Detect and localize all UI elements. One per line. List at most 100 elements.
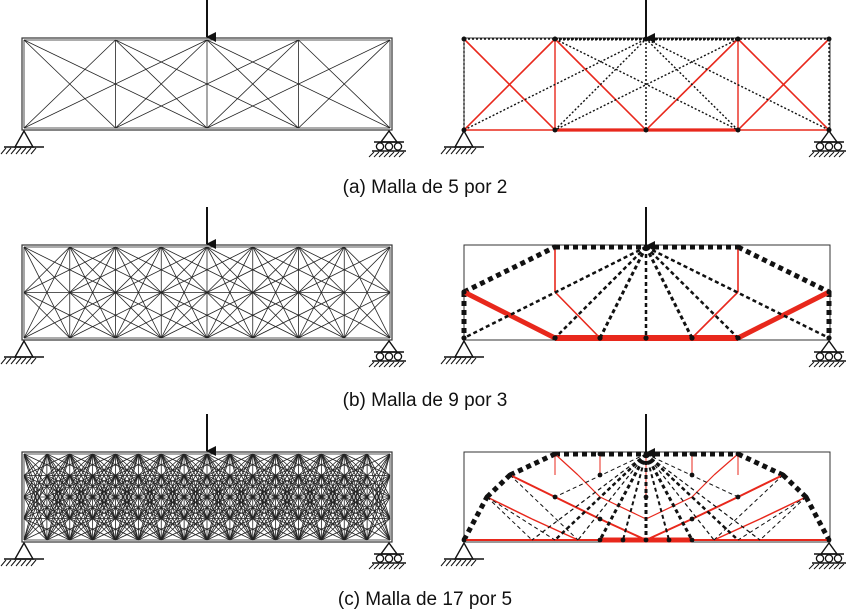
node-dot bbox=[552, 127, 558, 133]
ground-member bbox=[23, 246, 71, 339]
ground-member bbox=[343, 475, 368, 541]
compression-member bbox=[644, 453, 694, 541]
ground-hatch bbox=[460, 147, 467, 155]
ground-member bbox=[298, 453, 322, 476]
ground-hatch bbox=[398, 151, 405, 158]
tension-member bbox=[691, 474, 715, 498]
ground-member bbox=[366, 453, 391, 541]
node-dot bbox=[643, 335, 649, 341]
ground-member bbox=[160, 453, 185, 519]
ground-member bbox=[206, 475, 231, 541]
ground-hatch bbox=[30, 357, 37, 365]
compression-member bbox=[599, 453, 647, 498]
ground-member bbox=[275, 453, 299, 541]
ground-member bbox=[252, 496, 276, 541]
ground-hatch bbox=[15, 147, 22, 155]
ground-hatch bbox=[5, 357, 12, 365]
ground-member bbox=[320, 453, 345, 541]
ground-member bbox=[321, 518, 345, 541]
node-dot bbox=[689, 335, 695, 341]
ground-hatch bbox=[20, 357, 27, 365]
roller-support-icon bbox=[368, 541, 406, 570]
node-dot bbox=[597, 516, 603, 522]
tension-member bbox=[486, 496, 533, 520]
ground-hatch bbox=[828, 361, 835, 368]
ground-member bbox=[229, 453, 254, 498]
ground-member bbox=[46, 453, 71, 476]
ground-hatch bbox=[25, 357, 32, 365]
ground-hatch bbox=[455, 559, 462, 567]
ground-hatch bbox=[25, 147, 32, 155]
panel-c-ground-structure bbox=[21, 451, 393, 543]
ground-member bbox=[137, 453, 162, 541]
roller-support-icon bbox=[808, 129, 846, 158]
tension-member bbox=[554, 496, 601, 520]
ground-hatch bbox=[470, 357, 477, 365]
ground-member bbox=[69, 475, 94, 541]
ground-member bbox=[298, 453, 322, 541]
ground-member bbox=[115, 453, 139, 541]
compression-member bbox=[645, 246, 693, 293]
ground-member bbox=[92, 453, 116, 541]
ground-member bbox=[275, 453, 299, 476]
tension-member bbox=[463, 38, 556, 131]
tension-member bbox=[737, 38, 830, 131]
ground-hatch bbox=[15, 559, 22, 567]
node-dot bbox=[689, 516, 695, 522]
ground-member bbox=[252, 453, 276, 498]
ground-hatch bbox=[30, 559, 37, 567]
compression-member bbox=[554, 246, 647, 293]
ground-member bbox=[69, 246, 116, 339]
ground-hatch bbox=[30, 147, 37, 155]
ground-member bbox=[183, 475, 208, 541]
ground-member bbox=[92, 453, 116, 498]
compression-member bbox=[463, 245, 647, 340]
tension-member bbox=[599, 496, 647, 520]
node-dot bbox=[552, 494, 558, 500]
panel-a-optimized bbox=[461, 36, 832, 133]
node-dot bbox=[803, 494, 809, 500]
ground-member bbox=[298, 496, 322, 541]
compression-member bbox=[509, 474, 579, 541]
ground-member bbox=[206, 453, 231, 519]
ground-hatch bbox=[470, 147, 477, 155]
ground-hatch bbox=[388, 563, 395, 570]
ground-member bbox=[69, 453, 93, 476]
ground-hatch bbox=[445, 357, 452, 365]
ground-member bbox=[69, 453, 94, 519]
ground-member bbox=[366, 453, 391, 498]
ground-member bbox=[343, 453, 368, 519]
ground-member bbox=[206, 453, 231, 498]
node-dot bbox=[826, 36, 832, 42]
ground-hatch bbox=[10, 357, 17, 365]
ground-hatch bbox=[5, 559, 12, 567]
pin-triangle bbox=[13, 339, 35, 358]
ground-member bbox=[275, 453, 299, 519]
supports bbox=[0, 129, 846, 570]
node-dot bbox=[643, 537, 649, 543]
ground-hatch bbox=[813, 563, 820, 570]
ground-member bbox=[321, 453, 345, 498]
ground-member bbox=[252, 246, 299, 293]
ground-hatch bbox=[10, 559, 17, 567]
ground-member bbox=[183, 453, 208, 519]
pin-support-icon bbox=[0, 339, 44, 365]
pin-triangle bbox=[13, 129, 35, 148]
ground-member bbox=[298, 246, 345, 293]
compression-member bbox=[622, 453, 647, 541]
tension-member bbox=[713, 453, 739, 476]
ground-member bbox=[160, 453, 185, 541]
pin-triangle bbox=[13, 541, 35, 560]
ground-member bbox=[115, 496, 139, 541]
ground-member bbox=[115, 292, 162, 339]
roller-wheel bbox=[815, 554, 825, 563]
ground-member bbox=[160, 518, 185, 541]
ground-member bbox=[23, 518, 48, 541]
ground-hatch bbox=[818, 151, 825, 158]
ground-hatch bbox=[440, 147, 447, 155]
ground-member bbox=[69, 518, 93, 541]
ground-hatch bbox=[378, 151, 385, 158]
ground-member bbox=[23, 246, 71, 293]
ground-member bbox=[298, 475, 322, 541]
ground-hatch bbox=[383, 151, 390, 158]
